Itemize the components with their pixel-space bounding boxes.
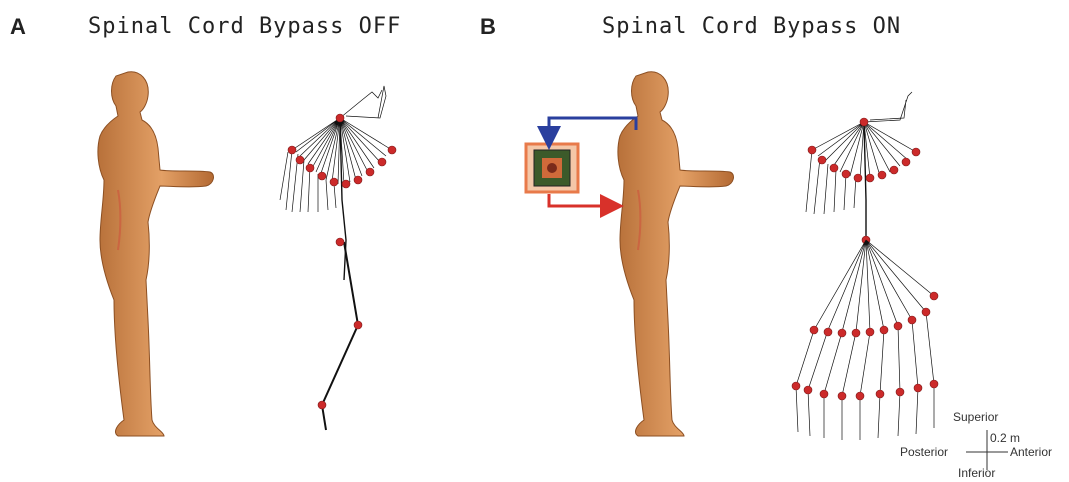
axis-anterior-label: Anterior — [1010, 445, 1052, 459]
figure-a-silhouette — [98, 72, 214, 436]
human-figure-a — [98, 72, 214, 436]
arm-trace-b-upper — [806, 92, 916, 240]
markers-a — [288, 114, 396, 409]
axis-superior-label: Superior — [953, 410, 998, 424]
axis-inferior-label: Inferior — [958, 466, 995, 480]
leg-trace-b-lower — [796, 240, 934, 440]
leg-trace-a — [322, 242, 358, 430]
axis-scale-label: 0.2 m — [990, 431, 1020, 445]
red-stimulation-arrow — [549, 194, 612, 206]
bypass-device — [526, 144, 578, 192]
markers-b-lower — [792, 292, 938, 400]
axis-posterior-label: Posterior — [900, 445, 948, 459]
